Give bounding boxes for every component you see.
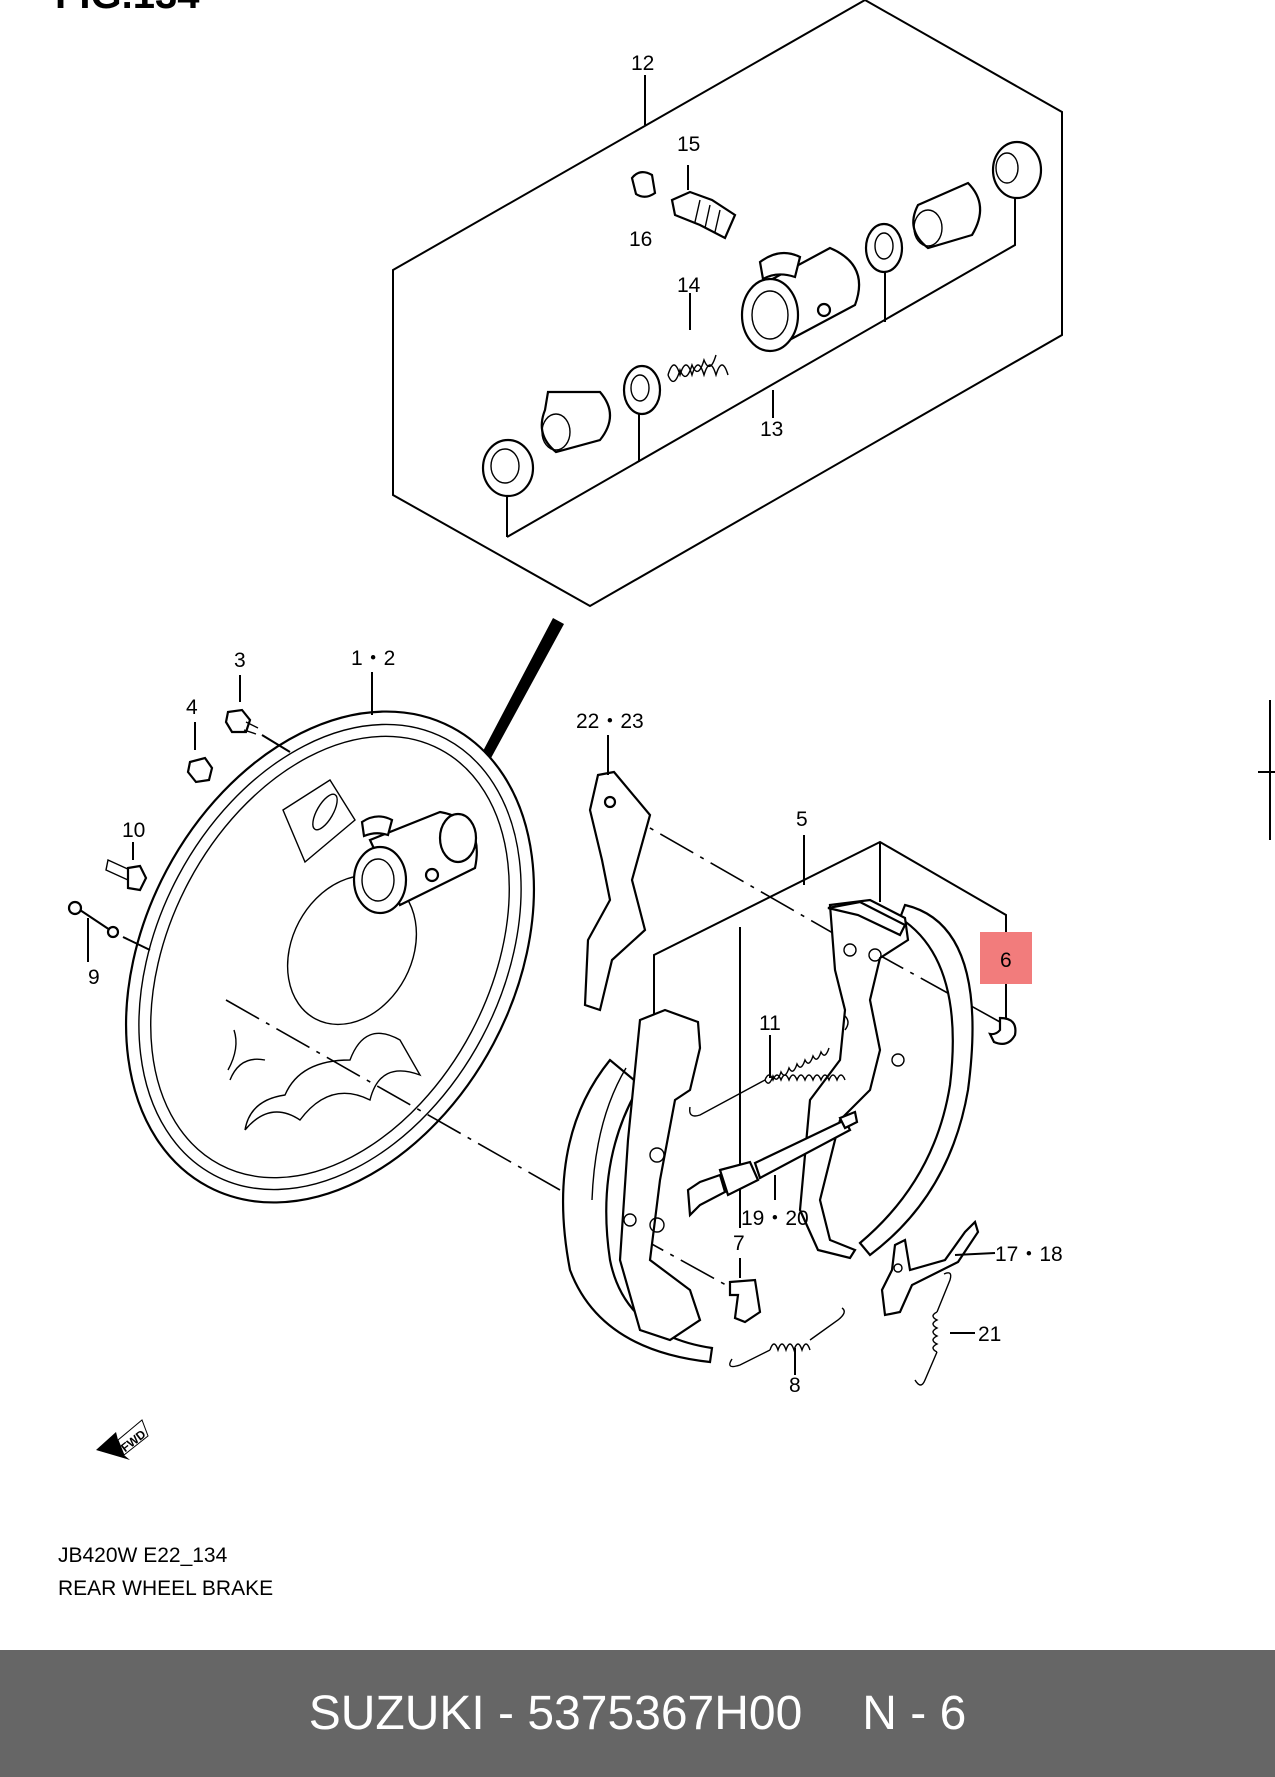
piston-left <box>540 390 612 454</box>
strut-lever-17-18 <box>880 1219 996 1317</box>
pin-9 <box>67 900 151 962</box>
callout-1-2: 1・2 <box>351 647 395 670</box>
callout-16: 16 <box>629 228 652 251</box>
spring-21 <box>914 1272 975 1386</box>
callout-19-20: 19・20 <box>741 1207 809 1230</box>
footer-bar: SUZUKI - 5375367H00 N - 6 <box>0 1650 1275 1777</box>
backing-plate <box>124 710 536 1204</box>
callout-12: 12 <box>631 52 654 75</box>
piston-cup-left <box>481 438 535 498</box>
callout-17-18: 17・18 <box>995 1243 1063 1266</box>
bolt-3 <box>224 675 291 753</box>
diagram-title: REAR WHEEL BRAKE <box>58 1577 274 1600</box>
reference-text: N - 6 <box>862 1687 967 1740</box>
fwd-arrow-icon: FWD <box>96 1419 149 1460</box>
brake-shoe-right <box>798 898 974 1260</box>
brake-shoe-left <box>562 1008 714 1364</box>
hold-down-clip-7 <box>728 1258 762 1324</box>
callout-11: 11 <box>759 1012 781 1035</box>
callout-21: 21 <box>978 1323 1001 1346</box>
callout-3: 3 <box>234 649 246 672</box>
bolt-10 <box>105 842 148 892</box>
return-spring-11 <box>689 1015 849 1117</box>
piston-right <box>912 181 982 250</box>
callout-22-23: 22・23 <box>576 710 644 733</box>
nut-4 <box>186 722 214 784</box>
spring-14 <box>667 354 729 383</box>
cup-seal-right <box>864 222 904 274</box>
callout-15: 15 <box>677 133 700 156</box>
parking-lever <box>583 735 652 1012</box>
piston-cup-right <box>991 140 1043 200</box>
bleeder-cap <box>630 171 657 198</box>
diagram-code: JB420W E22_134 <box>58 1544 228 1567</box>
callout-8: 8 <box>789 1374 801 1397</box>
adjuster-19-20 <box>686 1110 859 1218</box>
wheel-cylinder-mounted <box>352 810 478 915</box>
figure-label: FIG.134 <box>55 0 200 17</box>
spring-8 <box>729 1307 845 1375</box>
retaining-ring-6 <box>988 1016 1017 1045</box>
part-number-text: SUZUKI - 5375367H00 <box>308 1687 803 1740</box>
callout-13: 13 <box>760 418 783 441</box>
cylinder-body <box>740 246 861 353</box>
callout-7: 7 <box>733 1232 745 1255</box>
callout-5: 5 <box>796 808 808 831</box>
callout-4: 4 <box>186 696 198 719</box>
wheel-cylinder-box <box>392 0 1063 608</box>
callout-10: 10 <box>122 819 145 842</box>
callout-14: 14 <box>677 274 701 297</box>
cup-seal-left <box>622 364 662 416</box>
callout-9: 9 <box>88 966 100 989</box>
parts-diagram: FIG.134 <box>55 0 1275 1460</box>
highlight-box-6 <box>980 932 1032 984</box>
bleeder-screw <box>670 190 737 240</box>
callout-6: 6 <box>1000 949 1012 972</box>
